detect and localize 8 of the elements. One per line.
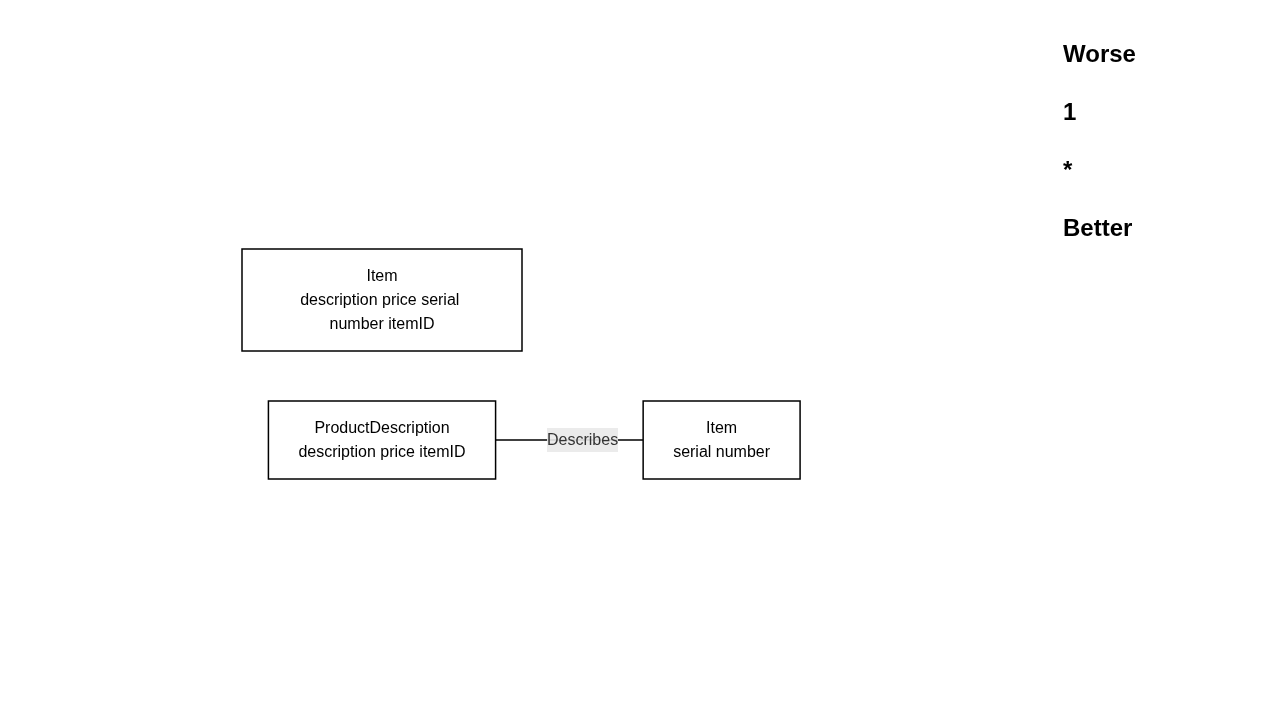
edge-label: Describes xyxy=(547,431,619,448)
node-box: Item description price serial number itemID xyxy=(241,248,524,352)
node-box: ProductDescription description price itemID xyxy=(268,400,497,480)
note-label: * xyxy=(1063,156,1074,184)
note-label: Worse xyxy=(1063,40,1137,68)
note-label: Better xyxy=(1063,214,1134,242)
note-label: 1 xyxy=(1063,98,1078,126)
node-box: Item serial number xyxy=(642,400,802,480)
